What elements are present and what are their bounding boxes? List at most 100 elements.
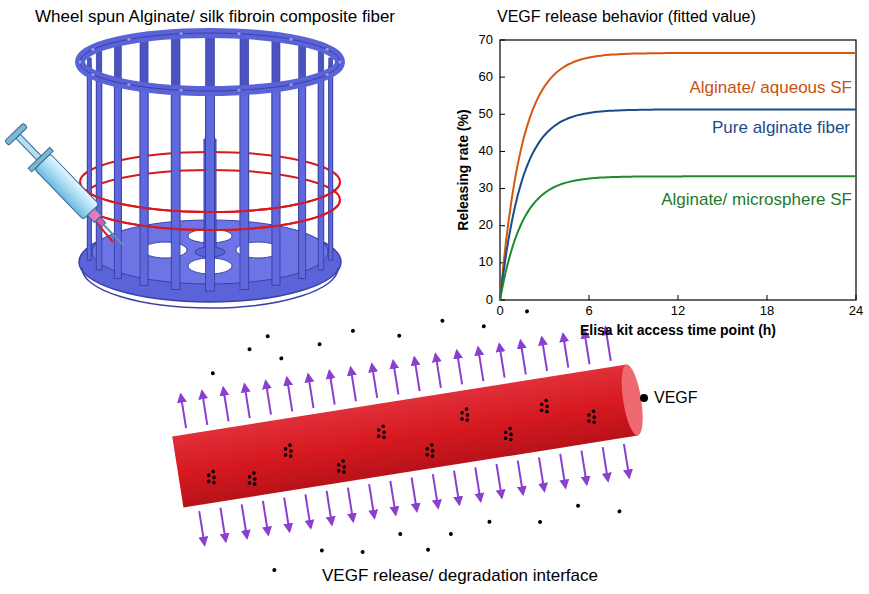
vegf-dot — [212, 475, 216, 479]
release-arrow — [542, 337, 547, 371]
vegf-dot — [337, 463, 341, 467]
syringe — [3, 122, 134, 256]
release-arrow — [199, 511, 204, 545]
label: 50 — [479, 107, 493, 122]
vegf-dot — [465, 413, 469, 417]
tick — [500, 188, 505, 189]
vegf-dot — [377, 428, 381, 432]
tick — [500, 40, 505, 41]
release-arrow — [478, 347, 483, 381]
label: Alginate/ aqueous SF — [689, 78, 852, 98]
vegf-dot — [460, 417, 464, 421]
vegf-dot — [591, 409, 595, 413]
release-arrow — [475, 467, 480, 501]
vegf-dot — [288, 443, 292, 447]
tick — [589, 295, 590, 300]
release-arrow — [457, 351, 462, 385]
vegf-dot — [540, 408, 544, 412]
vegf-dot — [509, 437, 513, 441]
rivet — [325, 47, 329, 51]
wheel-vane — [114, 81, 121, 279]
label: 12 — [671, 304, 685, 319]
vegf-dot — [504, 436, 508, 440]
label: Wheel spun Alginate/ silk fibroin compos… — [35, 7, 395, 27]
vegf-dot — [430, 454, 434, 458]
release-arrow — [603, 447, 608, 481]
vegf-dot — [212, 480, 216, 484]
rivet — [237, 88, 241, 92]
rivet — [179, 32, 183, 36]
release-arrow — [284, 498, 289, 532]
rivet — [78, 60, 82, 64]
label: VEGF release/ degradation interface — [322, 566, 598, 586]
vegf-dot — [279, 356, 284, 361]
vegf-dot — [538, 520, 543, 525]
wheel-vane — [299, 81, 306, 279]
vegf-dot — [283, 447, 287, 451]
vegf-dot — [431, 449, 435, 453]
label: 0 — [486, 293, 493, 308]
release-arrow — [202, 391, 207, 425]
vegf-dot — [317, 342, 322, 347]
vegf-dot — [360, 550, 365, 555]
vegf-dot — [587, 419, 591, 423]
vegf-dot — [508, 426, 512, 430]
release-arrow — [539, 457, 544, 491]
vegf-dot — [272, 568, 277, 573]
wheel-vane — [140, 86, 148, 285]
vegf-dot — [587, 413, 591, 417]
vegf-dot — [592, 415, 596, 419]
label: 60 — [479, 70, 493, 85]
release-arrow — [393, 361, 398, 395]
vegf-dot — [544, 398, 548, 402]
vegf-dot — [540, 402, 544, 406]
vegf-dot — [342, 465, 346, 469]
release-arrow — [244, 384, 249, 418]
release-arrow — [266, 381, 271, 415]
vegf-dot — [425, 447, 429, 451]
release-arrow — [348, 488, 353, 522]
vegf-dot — [341, 459, 345, 463]
release-arrow — [563, 334, 568, 368]
vegf-dot — [377, 434, 381, 438]
vegf-dot — [252, 471, 256, 475]
release-arrow — [454, 471, 459, 505]
vegf-dot — [398, 532, 403, 537]
vegf-dot — [381, 424, 385, 428]
wheel-vane — [87, 66, 91, 260]
vegf-dot — [465, 418, 469, 422]
release-arrow — [499, 344, 504, 378]
label: 40 — [479, 144, 493, 159]
vegf-dot — [207, 479, 211, 483]
release-arrow — [305, 494, 310, 528]
vegf-dot — [247, 347, 252, 352]
vegf-dot — [247, 481, 251, 485]
vegf-dot — [289, 454, 293, 458]
label: 20 — [479, 218, 493, 233]
label: 24 — [849, 304, 863, 319]
curve-pure — [500, 110, 856, 301]
vegf-dot — [440, 318, 445, 323]
vegf-dot — [320, 548, 325, 553]
release-arrow — [433, 474, 438, 508]
vegf-dot — [430, 443, 434, 447]
vegf-dot — [525, 309, 530, 314]
rivet — [325, 72, 329, 76]
release-arrow — [351, 368, 356, 402]
release-arrow — [412, 477, 417, 511]
vegf-dot — [504, 430, 508, 434]
rivet — [127, 37, 131, 41]
release-arrow — [287, 378, 292, 412]
tick — [856, 295, 857, 300]
wheel-vane — [240, 90, 249, 290]
release-arrow — [369, 484, 374, 518]
chart — [500, 40, 856, 300]
vegf-dot — [425, 453, 429, 457]
vegf-dot — [207, 473, 211, 477]
tick — [500, 77, 505, 78]
vegf-dot — [464, 407, 468, 411]
release-arrow — [181, 395, 186, 429]
vegf-dot — [592, 420, 596, 424]
vegf-dot — [211, 371, 216, 376]
vegf-dot — [265, 334, 270, 339]
